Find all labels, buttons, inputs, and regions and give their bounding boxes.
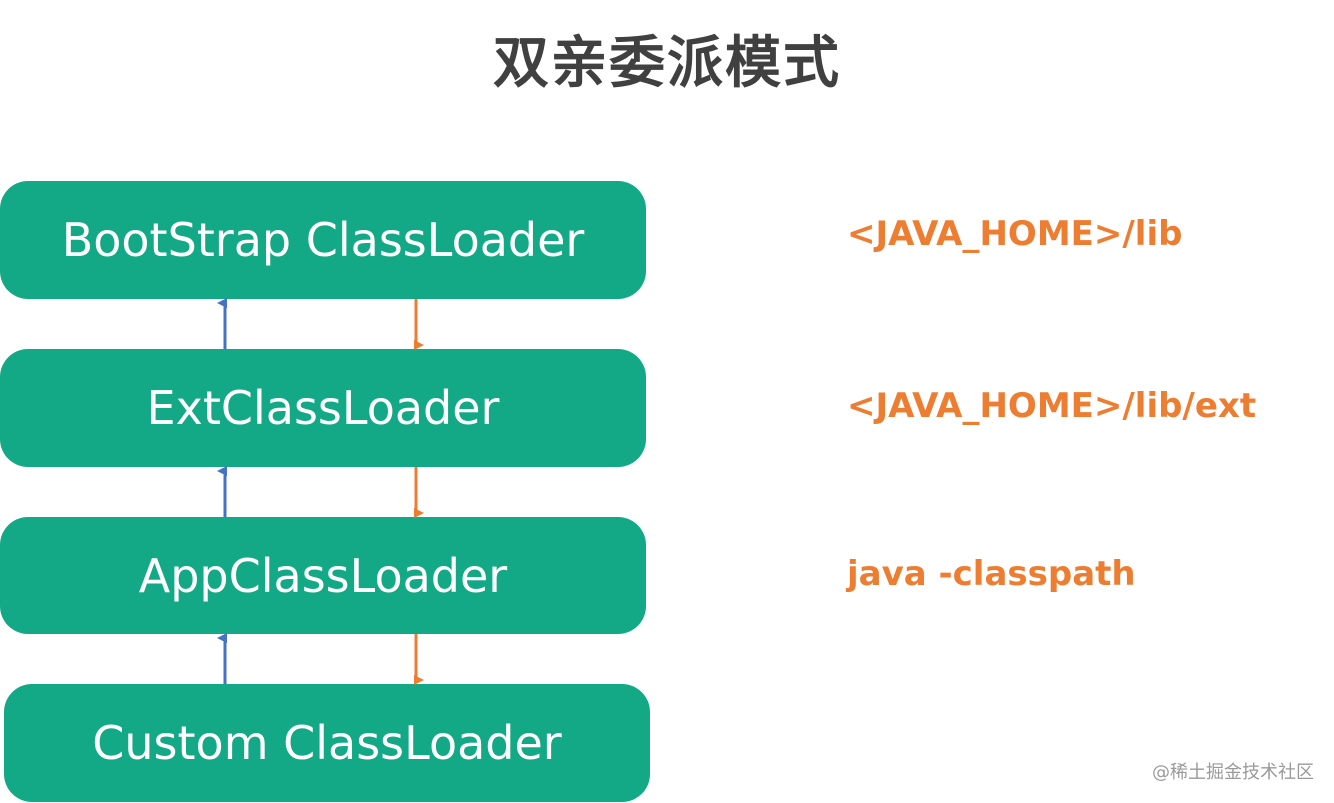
bootstrap-classloader-box: BootStrap ClassLoader [0,181,646,299]
app-classloader-box: AppClassLoader [0,517,646,634]
app-path-label: java -classpath [847,554,1136,594]
diagram-title: 双亲委派模式 [493,31,841,96]
ext-classloader-box: ExtClassLoader [0,349,646,467]
watermark: @稀土掘金技术社区 [1152,762,1314,783]
ext-path-label: <JAVA_HOME>/lib/ext [847,386,1257,426]
custom-classloader-box: Custom ClassLoader [4,684,650,802]
bootstrap-path-label: <JAVA_HOME>/lib [847,214,1183,254]
